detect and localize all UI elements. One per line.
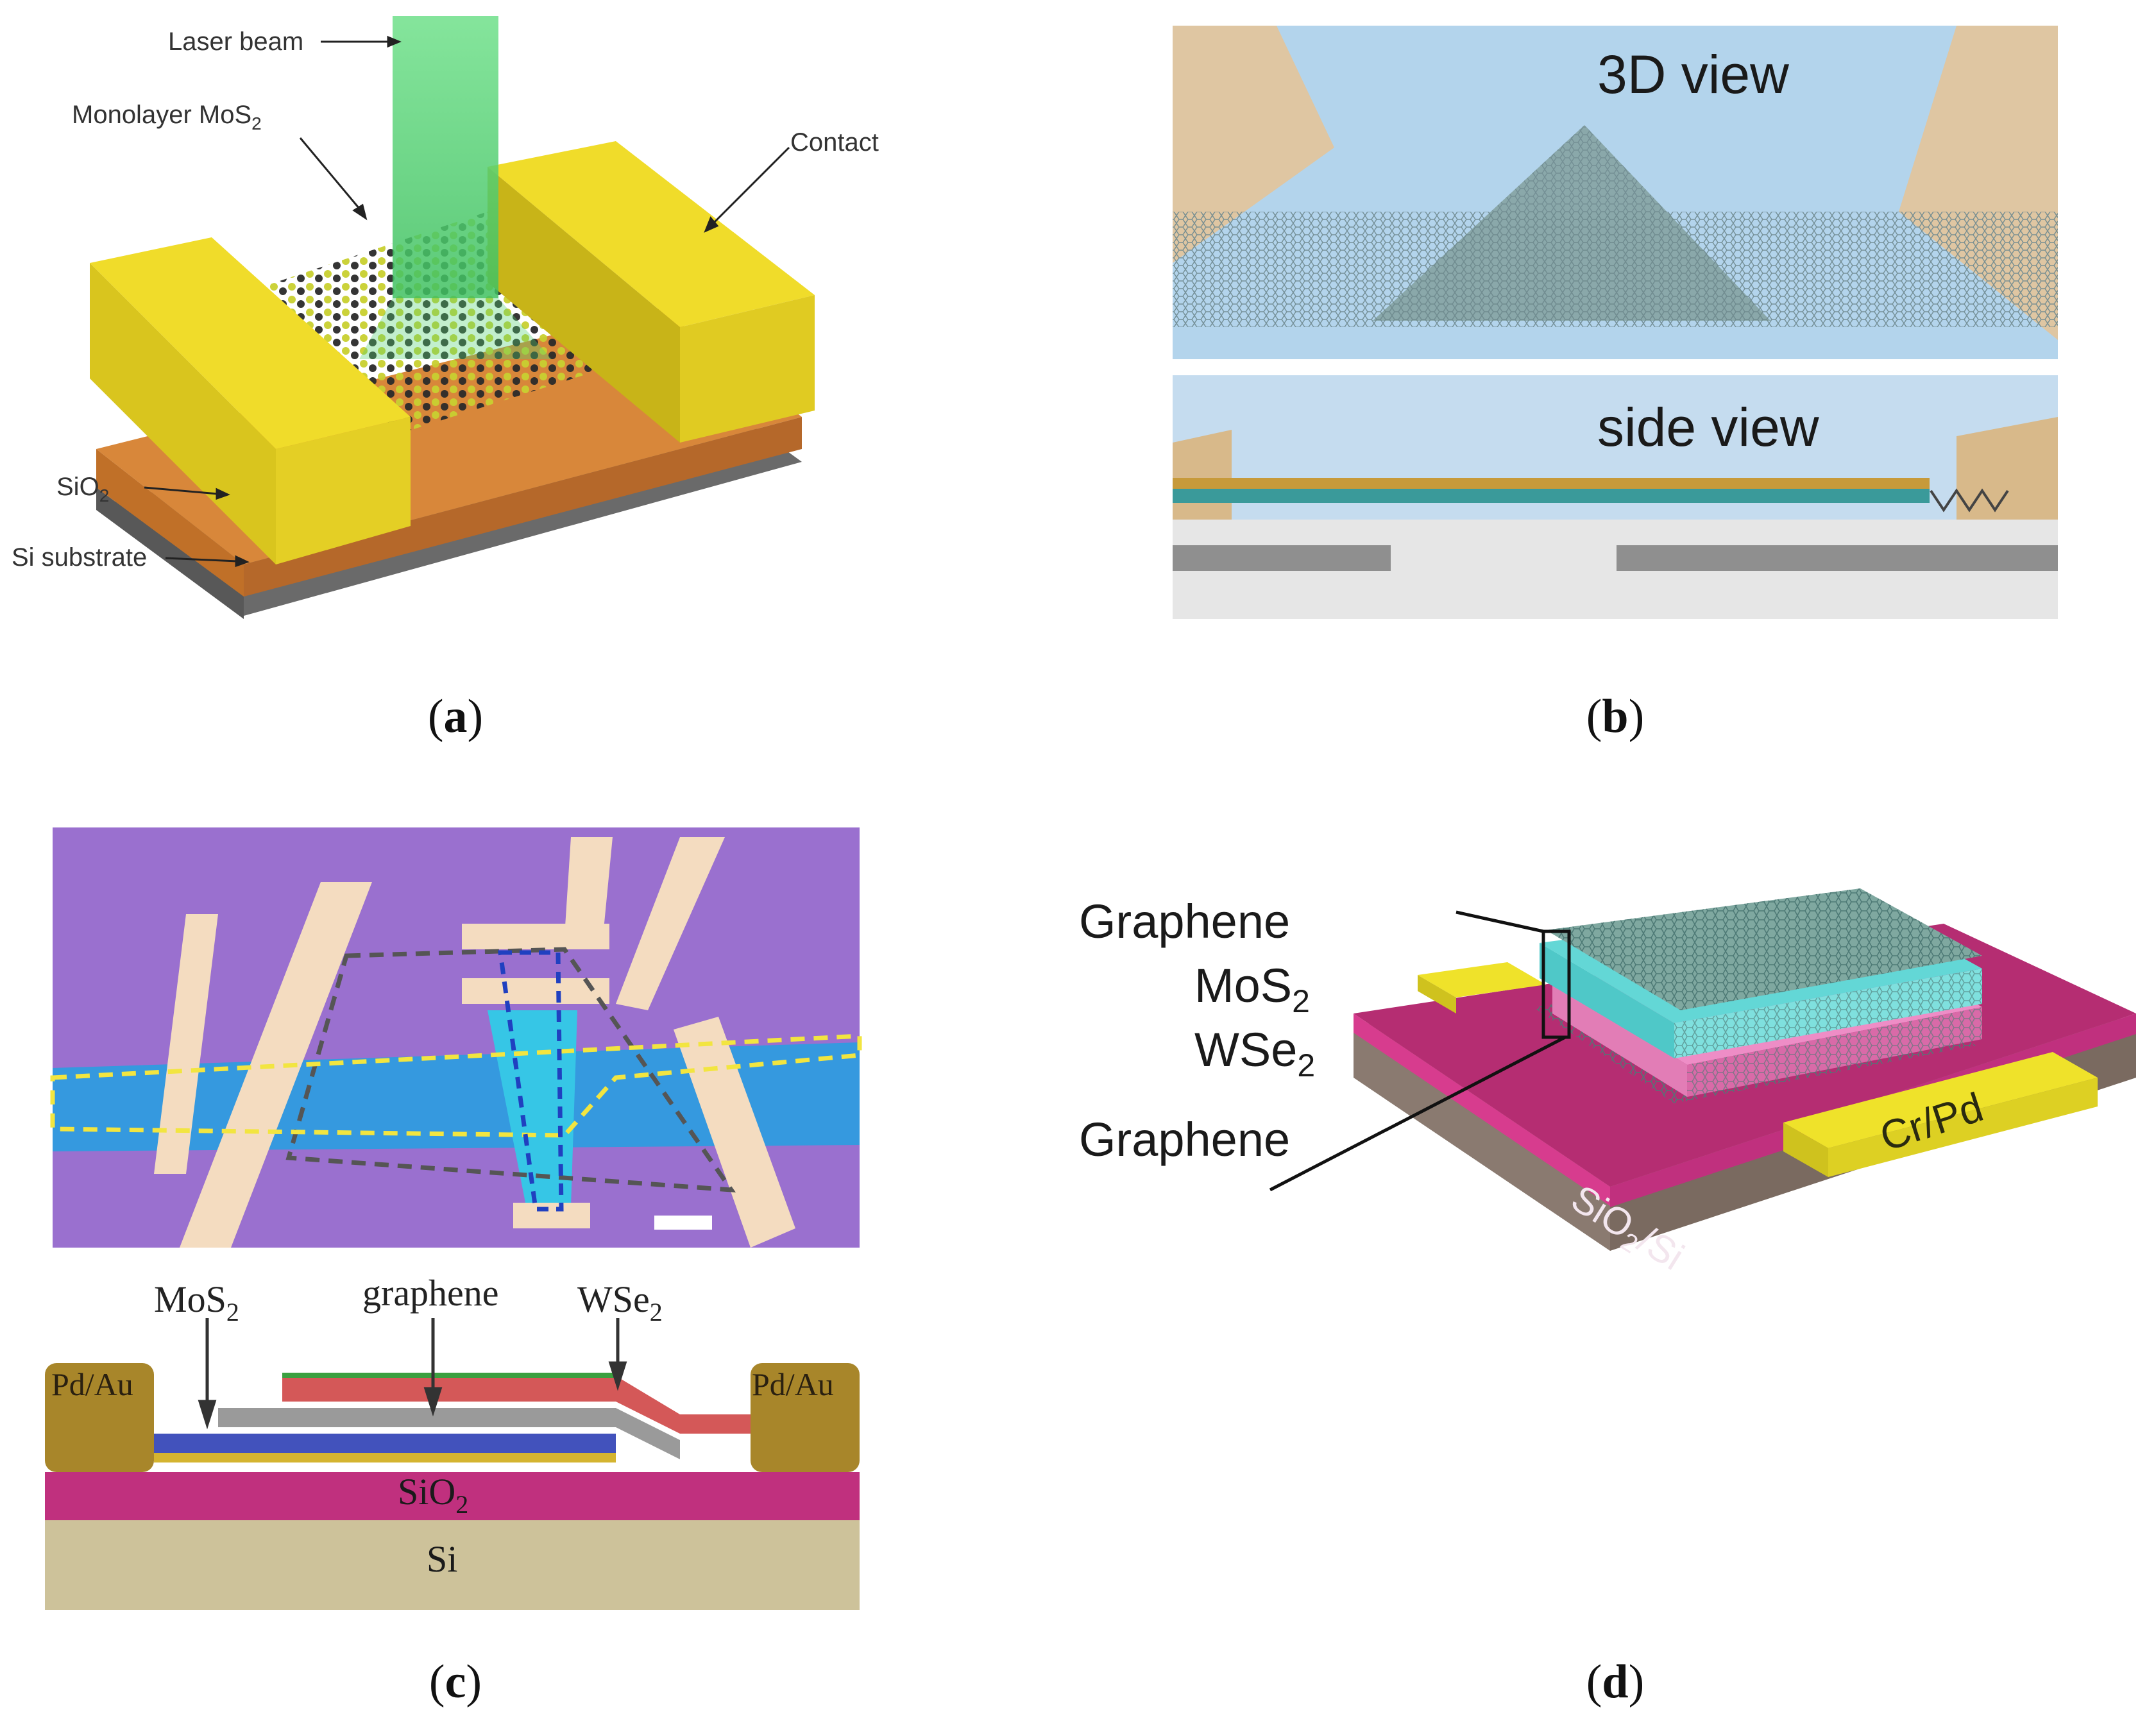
panel-c: MoS2 graphene WSe2 Pd/Au Pd/Au SiO2 Si xyxy=(38,824,872,1613)
mos2-outline xyxy=(497,950,564,1212)
graphene-bottom-label: Graphene xyxy=(1079,1113,1290,1166)
pdau-right-label: Pd/Au xyxy=(752,1366,834,1402)
monolayer-mos2-label: Monolayer MoS2 xyxy=(72,101,262,133)
panel-b: 3D view side view xyxy=(1167,19,2066,629)
panel-d: Graphene MoS2 WSe2 Graphene Cr/Pd SiO2/S… xyxy=(1058,866,2156,1347)
view-side-label: side view xyxy=(1597,397,1819,457)
wse2-label-c: WSe2 xyxy=(577,1278,663,1327)
wse2-label-d: WSe2 xyxy=(1194,1023,1315,1083)
mos2-label-d: MoS2 xyxy=(1194,959,1310,1019)
graphene-chain-c xyxy=(218,1408,616,1427)
graphene-outline xyxy=(285,947,736,1193)
pdau-right xyxy=(751,1363,860,1472)
contact-label: Contact xyxy=(790,128,879,157)
panel-a-caption: (a) xyxy=(427,690,484,743)
right-contact xyxy=(488,141,815,327)
panel-b-illustration: 3D view side view xyxy=(1173,26,2058,619)
sio2-label: SiO2 xyxy=(56,473,109,505)
panel-d-caption: (d) xyxy=(1586,1656,1645,1708)
si-label-c: Si xyxy=(427,1538,457,1580)
panel-b-caption: (b) xyxy=(1586,690,1645,743)
panel-a-illustration: Laser beam Monolayer MoS2 Contact SiO2 S… xyxy=(12,16,879,619)
zoom-box xyxy=(1541,929,1571,1039)
sio2-layer-c xyxy=(45,1472,860,1520)
graphene-top-label: Graphene xyxy=(1079,895,1290,948)
mos2-label-c: MoS2 xyxy=(154,1278,239,1327)
laser-beam-label: Laser beam xyxy=(168,28,303,56)
view-3d-label: 3D view xyxy=(1597,44,1789,105)
left-contact xyxy=(90,237,411,449)
graphene-layer-side xyxy=(1173,489,1930,503)
panel-c-illustration: MoS2 graphene WSe2 Pd/Au Pd/Au SiO2 Si xyxy=(45,827,862,1610)
wse2-chain-c xyxy=(282,1376,616,1402)
pdau-left xyxy=(45,1363,154,1472)
pdau-left-label: Pd/Au xyxy=(51,1366,133,1402)
sio2-label-c: SiO2 xyxy=(398,1471,468,1519)
panel-c-caption: (c) xyxy=(429,1656,482,1708)
wse2-outline xyxy=(50,1033,862,1138)
panel-d-illustration: Graphene MoS2 WSe2 Graphene Cr/Pd SiO2/S… xyxy=(1079,888,2136,1278)
crpd-electrode xyxy=(1783,1052,2098,1148)
graphene-label-c: graphene xyxy=(362,1272,499,1314)
panel-a: Laser beam Monolayer MoS2 Contact SiO2 S… xyxy=(0,0,924,641)
laser-beam xyxy=(393,16,498,298)
scale-bar xyxy=(654,1216,712,1230)
si-substrate-label: Si substrate xyxy=(12,543,147,572)
si-layer-c xyxy=(45,1520,860,1610)
